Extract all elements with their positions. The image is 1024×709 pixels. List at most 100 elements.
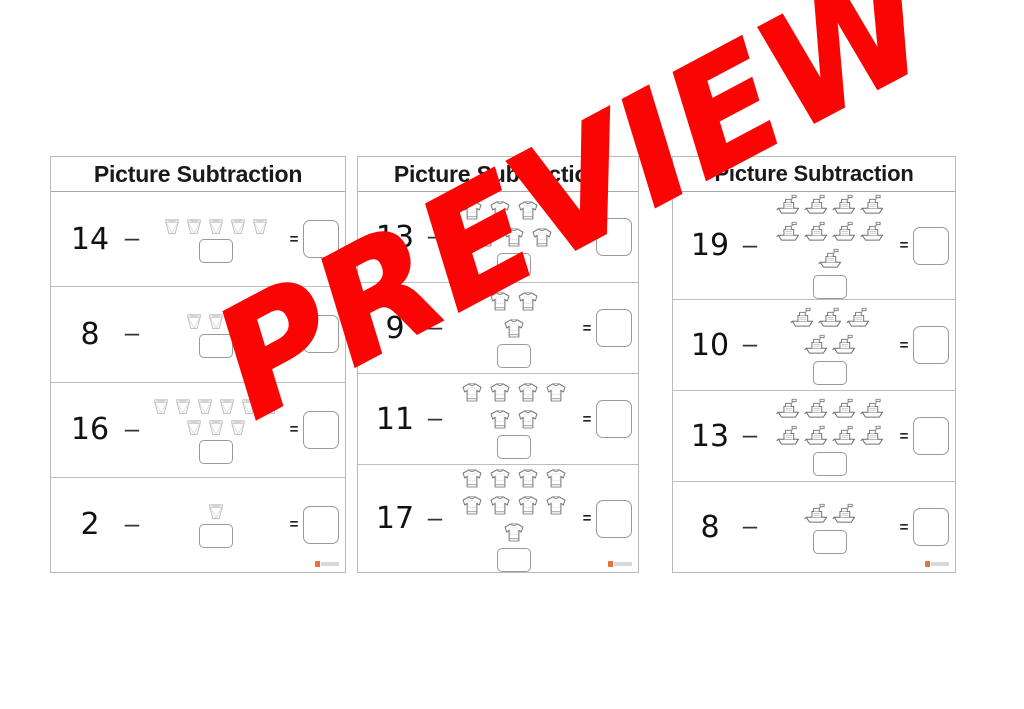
result-answer-box[interactable] [913, 326, 949, 364]
bucket-icon [206, 417, 226, 437]
subtrahend-answer-box[interactable] [813, 275, 847, 299]
result-answer-box[interactable] [596, 400, 632, 438]
result-answer-box[interactable] [913, 226, 949, 265]
minuend-number: 13 [375, 219, 415, 255]
sweater-icon [487, 492, 513, 518]
picture-group [456, 379, 572, 432]
equals-sign: = [289, 516, 299, 534]
subtrahend-answer-box[interactable] [199, 333, 233, 358]
result-answer-box[interactable] [303, 315, 339, 354]
minuend-number: 16 [70, 412, 110, 448]
bucket-icon [206, 216, 226, 236]
subtrahend-answer-box[interactable] [497, 548, 531, 572]
problem-row: 13–= [673, 391, 955, 482]
boat-icon [831, 332, 857, 358]
bucket-icon [173, 396, 193, 416]
picture-group [456, 197, 572, 250]
equals-sign: = [582, 510, 592, 527]
sweater-icon [501, 224, 527, 250]
boat-icon [859, 423, 885, 449]
bucket-icon [261, 396, 281, 416]
picture-group [206, 501, 226, 521]
subtrahend-answer-box[interactable] [497, 435, 531, 459]
subtrahend-answer-box[interactable] [813, 529, 847, 554]
picture-group-and-blank [763, 396, 897, 476]
sweater-icon [487, 465, 513, 491]
minus-sign: – [124, 412, 140, 443]
boat-icon [831, 501, 857, 527]
sweater-icon [501, 315, 527, 341]
picture-group-and-blank [448, 379, 580, 459]
sweater-icon [459, 379, 485, 405]
result-answer-box[interactable] [596, 309, 632, 347]
bucket-icon [184, 216, 204, 236]
picture-group-and-blank [763, 305, 897, 385]
sweater-icon [487, 288, 513, 314]
boat-icon [831, 396, 857, 422]
brand-logo-wordmark [321, 561, 339, 566]
subtrahend-answer-box[interactable] [813, 361, 847, 385]
equals-sign: = [899, 336, 909, 354]
boat-icon [803, 396, 829, 422]
boat-icon [859, 219, 885, 245]
boat-icon [803, 192, 829, 218]
result-answer-box[interactable] [303, 220, 339, 259]
brand-logo-icon [608, 560, 632, 567]
result-answer-box[interactable] [913, 417, 949, 455]
picture-group [803, 501, 857, 527]
result-answer-box[interactable] [303, 410, 339, 449]
sweater-icon [487, 197, 513, 223]
brand-logo-glyph [925, 560, 930, 567]
sweater-icon [515, 465, 541, 491]
equals-sign: = [289, 421, 299, 439]
picture-group [763, 192, 897, 272]
sweater-icon [543, 197, 569, 223]
problem-row: 10–= [673, 300, 955, 391]
result-answer-box[interactable] [303, 505, 339, 544]
bucket-icon [206, 311, 226, 331]
subtrahend-answer-box[interactable] [199, 238, 233, 263]
equals-sign: = [899, 237, 909, 254]
result-answer-box[interactable] [596, 499, 632, 538]
bucket-icon [162, 216, 182, 236]
minus-sign: – [427, 220, 443, 250]
sweater-icon [515, 288, 541, 314]
equals-sign: = [899, 518, 909, 536]
bucket-icon [228, 417, 248, 437]
picture-group [772, 396, 888, 449]
sweater-icon [459, 465, 485, 491]
boat-icon [803, 501, 829, 527]
subtrahend-answer-box[interactable] [497, 344, 531, 368]
problem-row: 8–= [51, 287, 345, 383]
sweater-icon [515, 379, 541, 405]
subtrahend-answer-box[interactable] [497, 253, 531, 277]
picture-group [448, 465, 580, 545]
minus-sign: – [427, 402, 443, 432]
subtrahend-answer-box[interactable] [199, 439, 233, 464]
equals-sign: = [899, 427, 909, 445]
problem-row-list: 13–=9–=11–=17–= [358, 192, 638, 572]
problem-row: 9–= [358, 283, 638, 374]
problem-row: 19–= [673, 192, 955, 300]
result-answer-box[interactable] [913, 508, 949, 546]
boat-icon [803, 332, 829, 358]
minuend-number: 19 [690, 228, 730, 263]
picture-group [787, 305, 874, 358]
subtrahend-answer-box[interactable] [199, 524, 233, 549]
brand-logo-icon [925, 560, 949, 567]
minus-sign: – [742, 419, 758, 449]
brand-logo-wordmark [931, 561, 949, 566]
subtrahend-answer-box[interactable] [813, 452, 847, 476]
minus-sign: – [124, 317, 140, 348]
sweater-icon [473, 224, 499, 250]
result-answer-box[interactable] [596, 218, 632, 256]
bucket-icon [217, 396, 237, 416]
bucket-icon [184, 417, 204, 437]
sweater-icon [529, 224, 555, 250]
bucket-icon [239, 396, 259, 416]
picture-group-and-blank [145, 216, 287, 263]
minus-sign: – [124, 222, 140, 253]
minuend-number: 2 [80, 507, 100, 543]
